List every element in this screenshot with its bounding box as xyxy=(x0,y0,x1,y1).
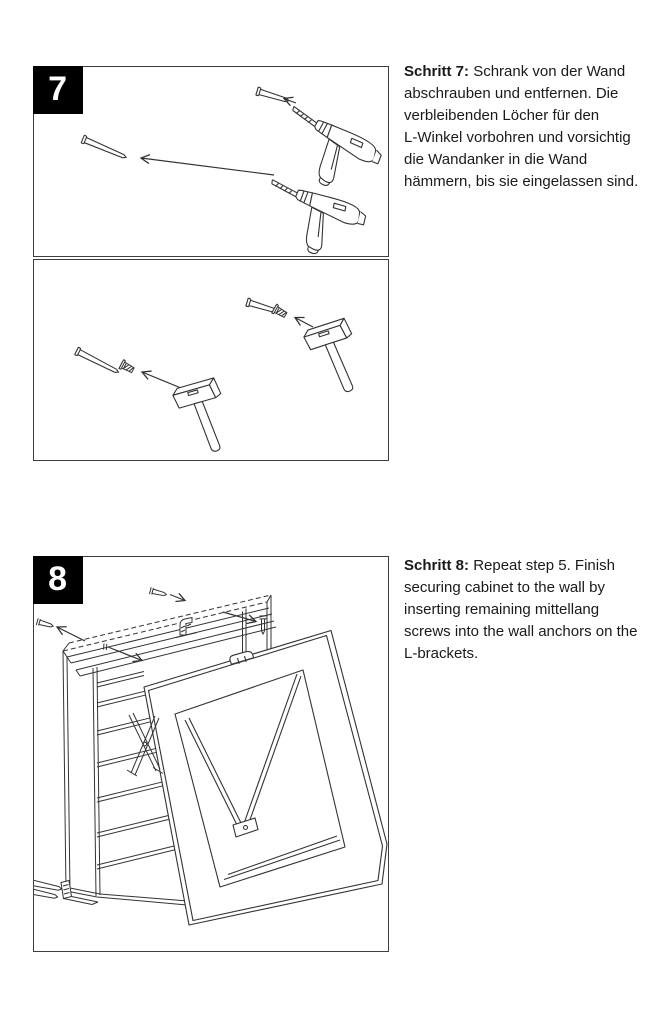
l-bracket-bottom xyxy=(34,877,99,905)
step8-cabinet-panel: 8 xyxy=(32,555,389,952)
cabinet-body xyxy=(62,594,277,906)
mounting-arrows-top xyxy=(35,586,267,661)
hammer-icon-right xyxy=(301,316,369,400)
screw-head-inner xyxy=(103,643,108,651)
screw-left xyxy=(74,346,121,377)
step8-text-line: securing cabinet to the wall by xyxy=(404,579,605,596)
screw-arrow-top-left xyxy=(57,627,86,642)
screw-top-center xyxy=(148,586,168,599)
screw-top-left xyxy=(35,617,55,631)
screw-upper-left xyxy=(80,134,129,162)
strut-hinge-plate xyxy=(232,817,259,838)
wall-anchor-right xyxy=(271,303,289,320)
screw-arrow-top-center xyxy=(169,595,185,601)
screw-upper-right xyxy=(255,86,291,106)
step8-text-line: inserting remaining mittellang xyxy=(404,601,600,618)
cabinet-door-frame xyxy=(143,629,388,926)
step7-text-block: Schritt 7: Schrank von der Wand abschrau… xyxy=(404,61,644,193)
scissor-linkage-icon xyxy=(126,712,164,777)
hammer-icon-left xyxy=(170,376,237,459)
step7-text-line: hämmern, bis sie eingelassen sind. xyxy=(404,173,639,190)
screw-arrow-right xyxy=(222,611,256,622)
l-bracket-top-icon xyxy=(175,616,198,638)
drill-unscrew-diagram xyxy=(80,86,386,256)
step8-text-line: Schritt 8: Repeat step 5. Finish xyxy=(404,557,615,574)
unscrew-arrow-long xyxy=(141,158,275,176)
step7-drill-panel: 7 xyxy=(32,65,389,257)
step8-number-badge: 8 xyxy=(32,555,83,604)
step7-text-line: L-Winkel vorbohren und vorsichtig xyxy=(404,129,631,146)
screw-arrow-inner xyxy=(107,646,142,661)
step7-text-line: verbleibenden Löcher für den xyxy=(404,107,600,124)
hammer-anchor-diagram xyxy=(74,297,369,459)
hammer-arrow-left xyxy=(142,372,182,389)
step8-text-line: screws into the wall anchors on the xyxy=(404,623,638,640)
drill-icon-lower xyxy=(251,171,370,256)
step7-hammer-panel xyxy=(33,259,389,461)
step8-text-line: L-brackets. xyxy=(404,645,479,662)
step7-label: Schritt 7: xyxy=(404,63,470,80)
door-hinge-icon xyxy=(229,650,255,665)
step7-text-line: die Wandanker in die Wand xyxy=(404,151,588,168)
screw-right-post xyxy=(259,615,267,636)
step8-label: Schritt 8: xyxy=(404,557,470,574)
drill-icon-upper xyxy=(266,99,386,205)
step7-text-line: abschrauben und entfernen. Die xyxy=(404,85,619,102)
wall-anchor-left xyxy=(118,359,136,376)
step7-text-line: Schritt 7: Schrank von der Wand xyxy=(404,63,626,80)
folding-struts xyxy=(184,673,302,838)
step7-number-badge: 7 xyxy=(32,65,83,114)
cabinet-mounting-diagram xyxy=(34,586,388,926)
unscrew-arrow-short xyxy=(284,99,297,104)
hammer-arrow-right xyxy=(295,318,314,328)
step8-text-block: Schritt 8: Repeat step 5. Finish securin… xyxy=(404,555,644,665)
